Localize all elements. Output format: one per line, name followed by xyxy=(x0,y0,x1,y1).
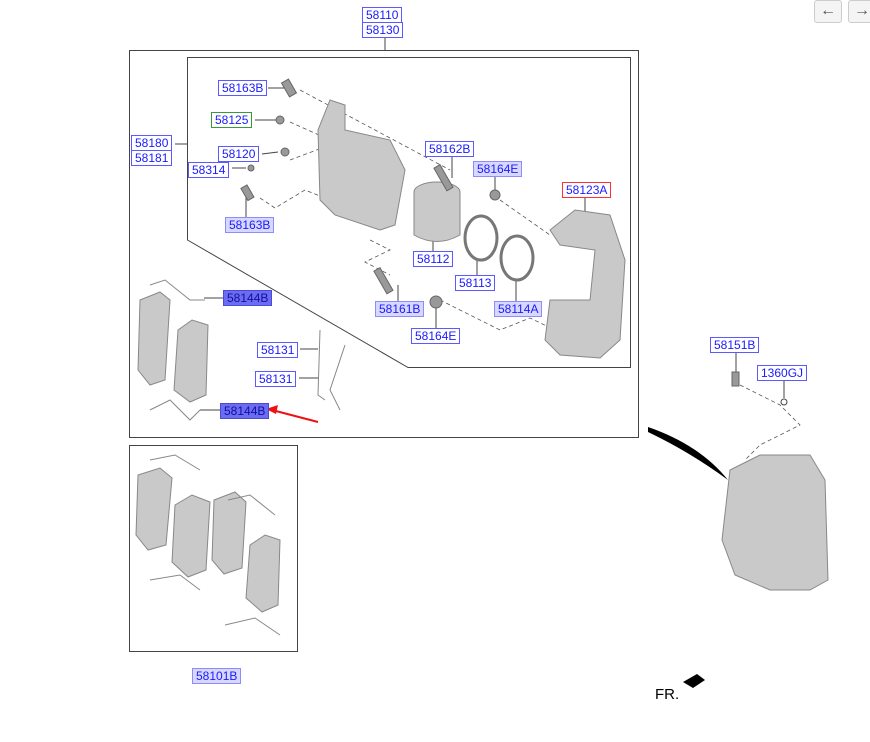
part-label-58131[interactable]: 58131 xyxy=(255,371,297,387)
part-label-1360GJ[interactable]: 1360GJ xyxy=(757,365,808,381)
part-label-58181[interactable]: 58181 xyxy=(131,150,173,166)
arrow-left-icon: ← xyxy=(820,2,836,19)
part-label-58123A[interactable]: 58123A xyxy=(562,182,612,198)
installed-caliper xyxy=(721,454,829,591)
part-label-58144B[interactable]: 58144B xyxy=(223,290,273,306)
part-label-58131[interactable]: 58131 xyxy=(257,342,299,358)
part-label-58161B[interactable]: 58161B xyxy=(375,301,425,317)
arrow-right-icon: → xyxy=(854,2,870,19)
assembly-frame xyxy=(129,50,639,438)
part-label-58130[interactable]: 58130 xyxy=(362,22,404,38)
red-arrow xyxy=(271,409,319,423)
pad-kit-frame xyxy=(129,445,298,652)
part-label-58125[interactable]: 58125 xyxy=(211,112,253,128)
part-label-58120[interactable]: 58120 xyxy=(218,146,260,162)
part-label-58113[interactable]: 58113 xyxy=(455,275,496,291)
part-label-58114A[interactable]: 58114A xyxy=(494,301,543,317)
front-direction-label: FR. xyxy=(655,686,680,703)
part-label-58163B[interactable]: 58163B xyxy=(225,217,275,233)
part-label-58112[interactable]: 58112 xyxy=(413,251,454,267)
back-button[interactable]: ← xyxy=(814,0,842,23)
part-label-58164E[interactable]: 58164E xyxy=(411,328,461,344)
part-label-58163B[interactable]: 58163B xyxy=(218,80,268,96)
part-label-58164E[interactable]: 58164E xyxy=(473,161,523,177)
part-label-58101B[interactable]: 58101B xyxy=(192,668,242,684)
caliper-subframe xyxy=(187,57,631,368)
caliper-body xyxy=(317,99,406,231)
forward-button[interactable]: → xyxy=(848,0,870,23)
part-label-58180[interactable]: 58180 xyxy=(131,135,173,151)
pointer-wedge xyxy=(648,427,728,480)
part-label-58110[interactable]: 58110 xyxy=(362,7,403,23)
part-label-58162B[interactable]: 58162B xyxy=(425,141,475,157)
fr-arrow-icon xyxy=(683,674,705,688)
part-label-58144B-selected[interactable]: 58144B xyxy=(220,403,270,419)
part-label-58151B[interactable]: 58151B xyxy=(710,337,760,353)
part-label-58314[interactable]: 58314 xyxy=(188,162,230,178)
brake-pad xyxy=(137,291,171,386)
caliper-bracket xyxy=(544,209,626,359)
